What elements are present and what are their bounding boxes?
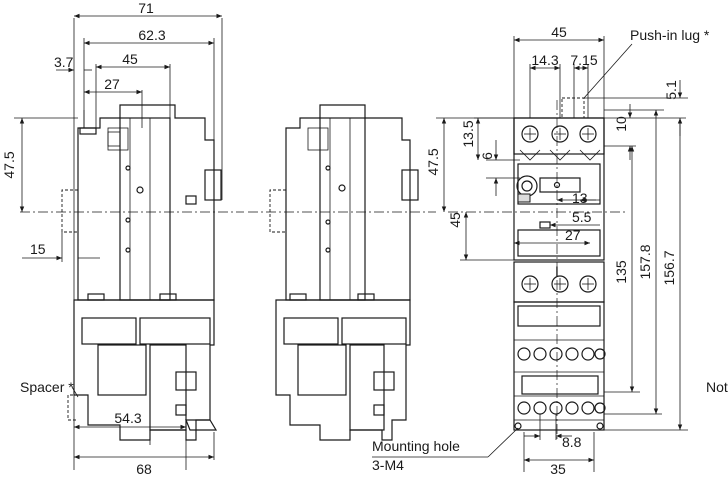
dim-45-front-v: 45: [447, 212, 463, 228]
dim-156-7: 156.7: [661, 250, 677, 285]
dim-14-3: 14.3: [531, 52, 558, 68]
mounting-hole-label: Mounting hole: [372, 438, 460, 454]
dim-45-side: 45: [122, 51, 138, 67]
side-view-middle: [248, 104, 436, 441]
dim-8-8: 8.8: [562, 434, 582, 450]
push-in-lug-label: Push-in lug *: [630, 27, 710, 43]
dim-7-15: 7.15: [570, 52, 597, 68]
dim-3-7: 3.7: [54, 54, 74, 70]
side-view-left: 71 62.3 45 3.7 27 47.5 15 54.3 68 Spacer…: [1, 0, 244, 477]
dim-135: 135: [613, 260, 629, 284]
dim-62-3: 62.3: [138, 27, 165, 43]
dim-35: 35: [550, 461, 566, 477]
dim-13-5: 13.5: [460, 120, 476, 147]
dim-5-5: 5.5: [572, 209, 592, 225]
dim-27-front: 27: [565, 227, 581, 243]
dim-71: 71: [138, 0, 154, 16]
note-text: Not: [706, 379, 728, 395]
mounting-hole-spec: 3-M4: [372, 457, 404, 473]
dim-47-5-side: 47.5: [1, 151, 17, 178]
dim-68: 68: [136, 461, 152, 477]
dim-13: 13: [572, 190, 588, 206]
dim-10: 10: [613, 116, 629, 132]
dim-157-8: 157.8: [637, 244, 653, 279]
dim-54-3: 54.3: [114, 410, 141, 426]
front-view: I 45: [372, 24, 728, 477]
spacer-label: Spacer *: [20, 379, 74, 395]
dim-15: 15: [30, 241, 46, 257]
dim-27-side: 27: [104, 76, 120, 92]
contactor-terminals-row2: [517, 401, 606, 415]
dim-47-5-front: 47.5: [425, 148, 441, 175]
dim-6: 6: [479, 152, 495, 160]
contactor-terminals-row1: [517, 347, 606, 361]
dim-5-1: 5.1: [663, 80, 679, 100]
dim-45-front: 45: [551, 24, 567, 40]
